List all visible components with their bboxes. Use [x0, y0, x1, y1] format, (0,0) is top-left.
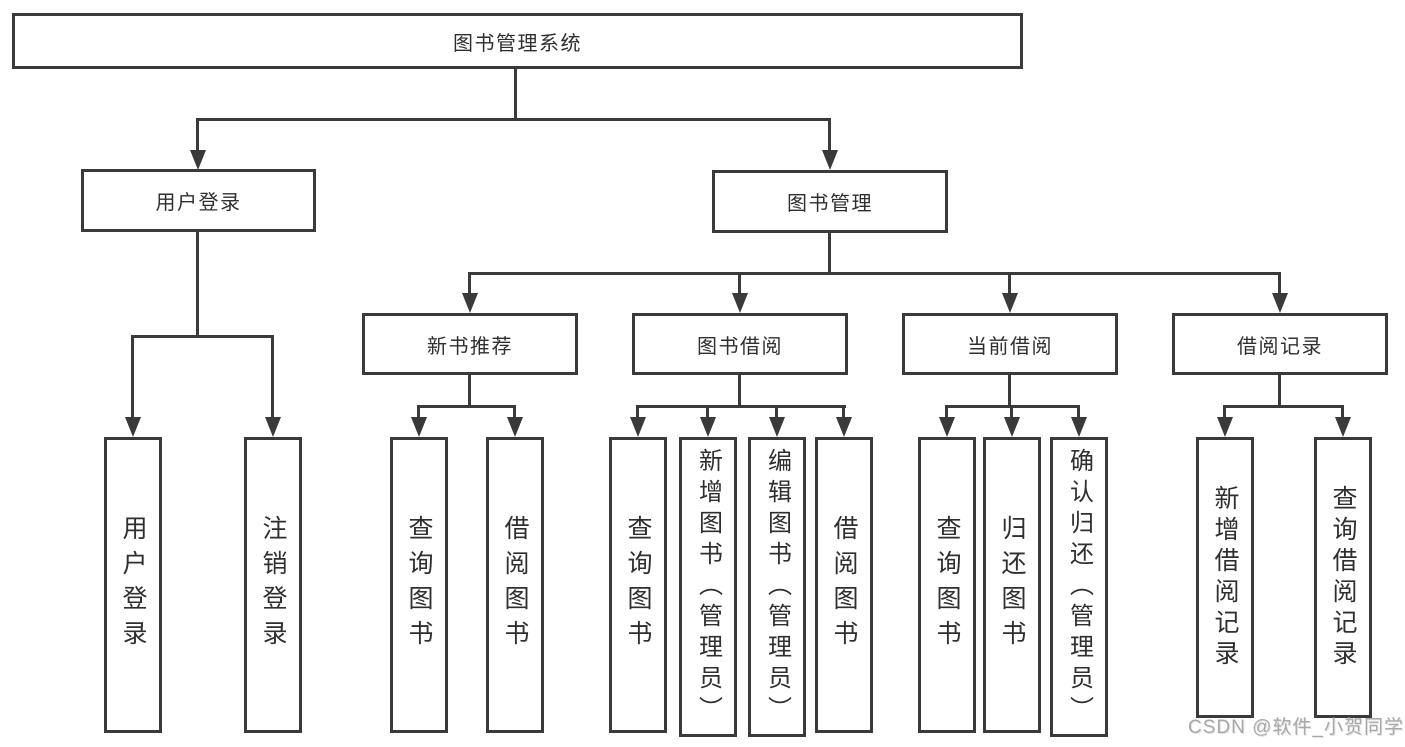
leaf-query-books-borrow: 查询图书 — [609, 437, 667, 733]
connector-line — [196, 118, 199, 152]
leaf-edit-books-admin: 编辑图书（管理员） — [748, 437, 806, 737]
arrow-down-icon — [700, 417, 716, 437]
connector-line — [196, 118, 831, 121]
connector-line — [513, 405, 516, 419]
connector-line — [131, 335, 134, 419]
csdn-watermark: CSDN @软件_小贺同学 — [1188, 717, 1404, 738]
leaf-borrow-books-recommend: 借阅图书 — [486, 437, 544, 733]
leaf-confirm-return-admin: 确认归还（管理员） — [1050, 437, 1108, 737]
connector-line — [706, 405, 709, 419]
connector-line — [1278, 272, 1281, 295]
connector-line — [1008, 272, 1011, 295]
leaf-borrow-books: 借阅图书 — [815, 437, 873, 733]
node-new-book-recommend: 新书推荐 — [362, 313, 578, 375]
connector-line — [1341, 405, 1344, 419]
arrow-down-icon — [732, 293, 748, 313]
connector-line — [514, 68, 517, 120]
connector-line — [468, 375, 471, 408]
connector-line — [636, 405, 639, 419]
arrow-down-icon — [411, 417, 427, 437]
arrow-down-icon — [265, 417, 281, 437]
arrow-down-icon — [822, 150, 838, 170]
leaf-add-books-admin: 新增图书（管理员） — [679, 437, 737, 737]
connector-line — [131, 335, 274, 338]
node-book-borrow: 图书借阅 — [632, 313, 848, 375]
connector-line — [1010, 405, 1013, 419]
arrow-down-icon — [1217, 417, 1233, 437]
connector-line — [1008, 375, 1011, 408]
arrow-down-icon — [125, 417, 141, 437]
leaf-query-borrow-record: 查询借阅记录 — [1314, 437, 1372, 718]
leaf-query-books-recommend: 查询图书 — [390, 437, 448, 733]
node-library-system: 图书管理系统 — [12, 13, 1023, 69]
arrow-down-icon — [1071, 417, 1087, 437]
connector-line — [828, 118, 831, 152]
leaf-user-login: 用户登录 — [104, 437, 162, 733]
connector-line — [1223, 405, 1226, 419]
leaf-query-books-current: 查询图书 — [918, 437, 976, 733]
arrow-down-icon — [1335, 417, 1351, 437]
connector-line — [417, 405, 516, 408]
leaf-return-books: 归还图书 — [983, 437, 1041, 733]
connector-line — [738, 272, 741, 295]
arrow-down-icon — [1002, 293, 1018, 313]
node-book-management: 图书管理 — [712, 170, 948, 233]
leaf-add-borrow-record: 新增借阅记录 — [1196, 437, 1254, 718]
arrow-down-icon — [836, 417, 852, 437]
node-current-borrow: 当前借阅 — [902, 313, 1118, 375]
arrow-down-icon — [1004, 417, 1020, 437]
arrow-down-icon — [462, 293, 478, 313]
connector-line — [1077, 405, 1080, 419]
arrow-down-icon — [507, 417, 523, 437]
arrow-down-icon — [1272, 293, 1288, 313]
connector-line — [945, 405, 948, 419]
connector-line — [842, 405, 845, 419]
arrow-down-icon — [769, 417, 785, 437]
arrow-down-icon — [939, 417, 955, 437]
connector-line — [1278, 375, 1281, 408]
arrow-down-icon — [190, 150, 206, 170]
connector-line — [775, 405, 778, 419]
connector-line — [468, 272, 471, 295]
connector-line — [271, 335, 274, 419]
connector-line — [1223, 405, 1344, 408]
connector-line — [468, 272, 1281, 275]
arrow-down-icon — [630, 417, 646, 437]
connector-line — [636, 405, 846, 408]
connector-line — [196, 232, 199, 337]
node-user-login: 用户登录 — [81, 169, 316, 232]
connector-line — [738, 375, 741, 408]
leaf-logout: 注销登录 — [244, 437, 302, 733]
connector-line — [417, 405, 420, 419]
connector-line — [828, 233, 831, 275]
node-borrow-records: 借阅记录 — [1172, 313, 1388, 375]
